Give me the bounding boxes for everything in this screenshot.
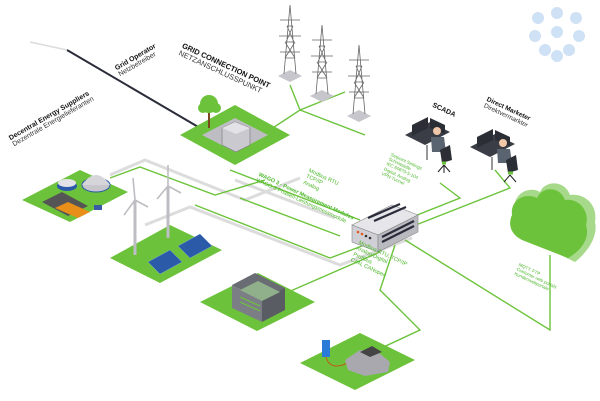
controller[interactable] bbox=[351, 202, 419, 253]
wind-solar-park[interactable] bbox=[110, 165, 222, 283]
grid-operator-line bbox=[66, 49, 201, 129]
biogas-plant[interactable] bbox=[22, 170, 128, 222]
pylon-icon bbox=[347, 44, 371, 122]
battery-storage[interactable] bbox=[200, 273, 315, 331]
tractor-icon bbox=[94, 205, 102, 210]
person-icon bbox=[433, 127, 441, 135]
person-icon bbox=[499, 139, 507, 147]
direct-marketer-workstation[interactable] bbox=[470, 129, 518, 183]
car-icon bbox=[345, 350, 390, 376]
logo-icon bbox=[529, 7, 585, 62]
grid-connection-point[interactable] bbox=[180, 95, 290, 165]
scada-workstation[interactable] bbox=[405, 117, 452, 173]
wind-turbine-icon bbox=[123, 177, 149, 255]
solar-panel-icon bbox=[147, 233, 213, 275]
charger-icon bbox=[322, 340, 330, 357]
pylon-icon bbox=[310, 24, 334, 102]
pylon-icon bbox=[278, 4, 302, 82]
green-data-lines bbox=[109, 84, 551, 366]
cloud[interactable] bbox=[510, 183, 596, 262]
ev-charging[interactable] bbox=[300, 333, 415, 390]
power-pylons bbox=[278, 4, 371, 122]
wind-turbine-icon bbox=[156, 165, 182, 238]
decentral-line bbox=[29, 41, 68, 51]
